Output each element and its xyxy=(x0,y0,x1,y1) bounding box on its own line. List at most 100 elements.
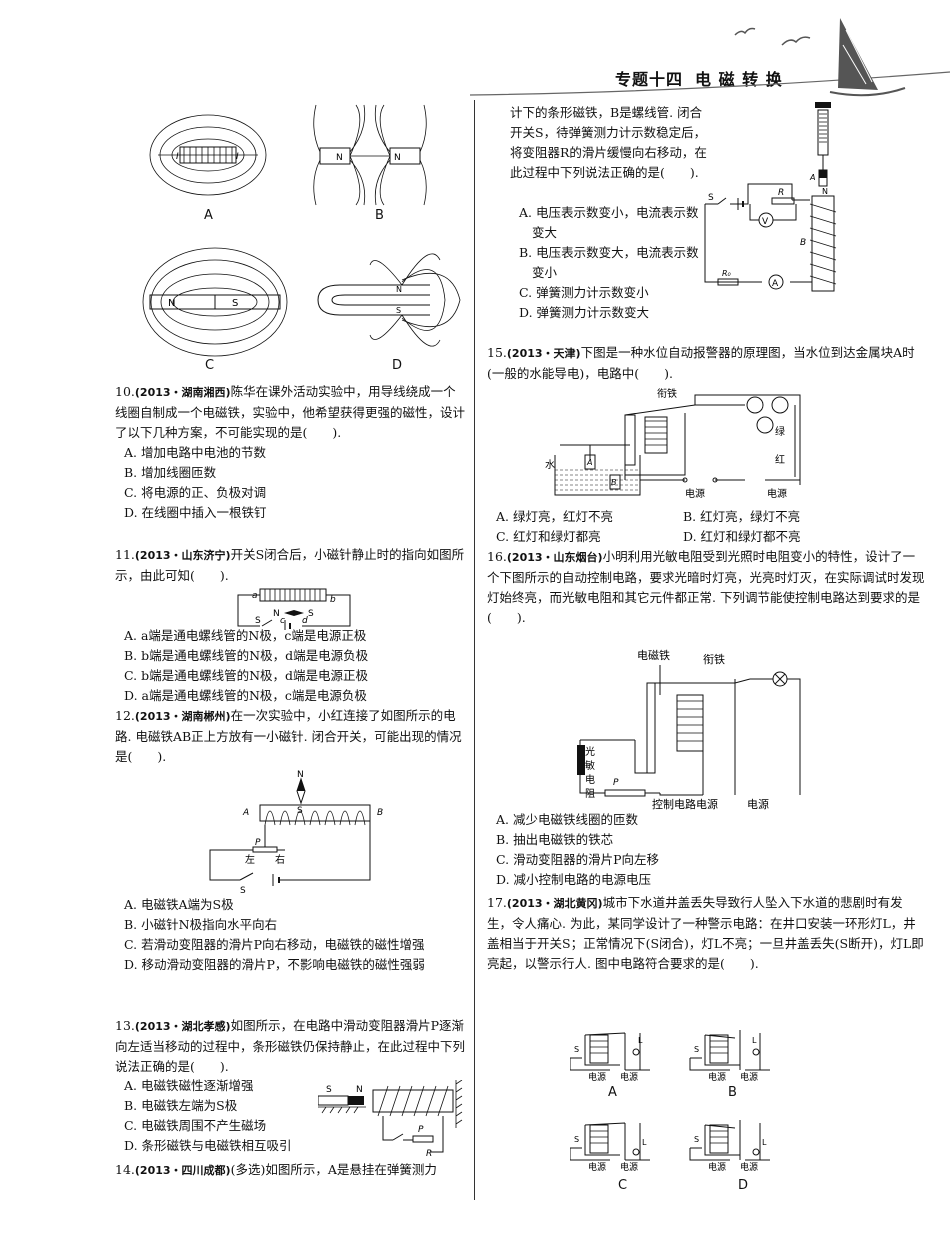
svg-text:N: N xyxy=(273,609,280,619)
option[interactable]: A. a端是通电螺线管的N极，c端是电源正极 xyxy=(124,628,367,643)
q15-circuit-figure: 衔铁 绿 红 A B 水 电源 电源 xyxy=(545,387,801,500)
option[interactable]: A. 减少电磁铁线圈的匝数 xyxy=(496,812,638,827)
svg-text:d: d xyxy=(302,616,308,626)
svg-text:S: S xyxy=(255,616,261,626)
svg-text:B: B xyxy=(377,808,383,818)
option[interactable]: A. 电磁铁A端为S极 xyxy=(124,897,234,912)
question-16-options: A. 减少电磁铁线圈的匝数 B. 抽出电磁铁的铁芯 C. 滑动变阻器的滑片P向左… xyxy=(487,810,927,890)
question-14: 14.(2013・四川成都)(多选)如图所示，A是悬挂在弹簧测力 xyxy=(115,1162,437,1177)
option[interactable]: C. 滑动变阻器的滑片P向左移 xyxy=(496,852,659,867)
svg-text:A: A xyxy=(809,173,815,182)
circuit-d: L S 电源 电源 xyxy=(689,1120,770,1173)
svg-text:I: I xyxy=(176,152,179,162)
svg-text:L: L xyxy=(642,1138,647,1147)
svg-text:S: S xyxy=(694,1135,699,1144)
option[interactable]: C. b端是通电螺线管的N极，d端是电源正极 xyxy=(124,668,369,683)
option[interactable]: D. 移动滑动变阻器的滑片P，不影响电磁铁的磁性强弱 xyxy=(124,957,425,972)
svg-text:R₀: R₀ xyxy=(722,269,732,278)
svg-text:电源: 电源 xyxy=(740,1071,758,1083)
option[interactable]: B. 小磁针N极指向水平向右 xyxy=(124,917,278,932)
svg-text:P: P xyxy=(613,778,619,788)
option[interactable]: D. 在线圈中插入一根铁钉 xyxy=(124,505,267,520)
svg-text:右: 右 xyxy=(275,853,285,866)
svg-text:V: V xyxy=(762,217,769,227)
figure-d-u-magnet: N S xyxy=(317,253,461,347)
circuit-a: L S 电源 电源 xyxy=(570,1032,650,1083)
svg-text:S: S xyxy=(396,306,401,315)
svg-text:电源: 电源 xyxy=(747,797,769,810)
option[interactable]: D. 条形磁铁与电磁铁相互吸引 xyxy=(124,1138,292,1153)
option[interactable]: C. 将电源的正、负极对调 xyxy=(124,485,267,500)
fig-label-d: D xyxy=(392,358,403,373)
svg-text:b: b xyxy=(330,595,336,605)
question-16: 16.(2013・山东烟台)小明利用光敏电阻受到光照时电阻变小的特性，设计了一个… xyxy=(487,549,925,625)
circuit-c: L S 电源 电源 xyxy=(570,1122,650,1173)
svg-text:A: A xyxy=(242,808,249,818)
option[interactable]: B. 电磁铁左端为S极 xyxy=(124,1098,238,1113)
question-15-options: A. 绿灯亮，红灯不亮 B. 红灯亮，绿灯不亮 C. 红灯和绿灯都亮 D. 红灯和绿… xyxy=(487,507,927,547)
q17-label-a: A xyxy=(608,1085,617,1100)
figure-a-solenoid: I I xyxy=(149,114,267,196)
svg-text:N: N xyxy=(336,153,343,163)
svg-text:L: L xyxy=(752,1036,757,1045)
option[interactable]: B. 抽出电磁铁的铁芯 xyxy=(496,832,614,847)
svg-text:光: 光 xyxy=(585,745,595,758)
question-13: 13.(2013・湖北孝感)如图所示，在电路中滑动变阻器滑片P逐渐向左适当移动的… xyxy=(115,1018,466,1074)
svg-text:电源: 电源 xyxy=(740,1161,758,1173)
q17-label-b: B xyxy=(728,1085,737,1100)
option[interactable]: C. 弹簧测力计示数变小 xyxy=(519,285,649,300)
svg-text:左: 左 xyxy=(245,853,255,866)
figure-b-two-north-poles: N N xyxy=(313,104,427,206)
svg-text:S: S xyxy=(694,1045,699,1054)
svg-text:电源: 电源 xyxy=(620,1071,638,1083)
svg-text:电源: 电源 xyxy=(708,1071,726,1083)
option[interactable]: C. 若滑动变阻器的滑片P向右移动，电磁铁的磁性增强 xyxy=(124,937,425,952)
svg-text:R: R xyxy=(778,188,784,198)
q17-circuit-figures: L S 电源 电源 L S 电源 电源 L S 电源 电源 L S 电源 xyxy=(570,1030,770,1173)
option[interactable]: D. 弹簧测力计示数变大 xyxy=(519,305,650,320)
svg-text:N: N xyxy=(297,770,304,780)
figure-c-bar-magnet: N S xyxy=(142,247,288,357)
magnetic-field-figures: I I N N N S N S xyxy=(142,104,461,357)
svg-text:N: N xyxy=(396,285,402,294)
svg-text:敏: 敏 xyxy=(585,759,595,772)
option[interactable]: D. a端是通电螺线管的N极，c端是电源负极 xyxy=(124,688,367,703)
svg-text:阻: 阻 xyxy=(585,788,595,800)
option[interactable]: B. 电压表示数变大，电流表示数变小 xyxy=(519,245,699,280)
svg-text:电: 电 xyxy=(585,773,595,786)
option[interactable]: A. 增加电路中电池的节数 xyxy=(124,445,266,460)
option[interactable]: B. 增加线圈匝数 xyxy=(124,465,217,480)
question-12-options: A. 电磁铁A端为S极 B. 小磁针N极指向水平向右 C. 若滑动变阻器的滑片P… xyxy=(115,895,465,975)
svg-text:电源: 电源 xyxy=(588,1161,606,1173)
column-divider xyxy=(474,100,475,1200)
svg-text:衔铁: 衔铁 xyxy=(703,653,725,666)
svg-text:红: 红 xyxy=(775,453,785,466)
q13-circuit-figure: S N P R xyxy=(318,1080,463,1159)
q12-circuit-figure: N S A B P 左右 S xyxy=(209,770,383,895)
q11-circuit-figure: a b N S S c d xyxy=(237,588,351,630)
svg-text:A: A xyxy=(586,458,592,467)
option[interactable]: B. b端是通电螺线管的N极，d端是电源负极 xyxy=(124,648,369,663)
option[interactable]: D. 减小控制电路的电源电压 xyxy=(496,872,652,887)
fig-label-a: A xyxy=(204,208,213,223)
option[interactable]: A. 电磁铁磁性逐渐增强 xyxy=(124,1078,254,1093)
q17-label-c: C xyxy=(618,1178,628,1193)
option[interactable]: C. 红灯和绿灯都亮 xyxy=(496,529,601,544)
option[interactable]: B. 红灯亮，绿灯不亮 xyxy=(683,509,801,524)
svg-text:I: I xyxy=(236,152,239,162)
question-13-options: A. 电磁铁磁性逐渐增强 B. 电磁铁左端为S极 C. 电磁铁周围不产生磁场 D… xyxy=(115,1076,305,1156)
header-decoration xyxy=(469,18,950,97)
svg-text:A: A xyxy=(772,279,779,289)
svg-text:绿: 绿 xyxy=(775,425,785,438)
question-11: 11.(2013・山东济宁)开关S闭合后，小磁针静止时的指向如图所示，由此可知(… xyxy=(115,547,465,583)
option[interactable]: A. 电压表示数变小，电流表示数变大 xyxy=(519,205,699,240)
svg-text:N: N xyxy=(168,298,175,309)
svg-text:N: N xyxy=(394,153,401,163)
svg-text:L: L xyxy=(638,1036,643,1045)
option[interactable]: A. 绿灯亮，红灯不亮 xyxy=(496,509,613,524)
q14-circuit-figure: A N B S R V R₀ A xyxy=(704,102,837,292)
option[interactable]: D. 红灯和绿灯都不亮 xyxy=(683,529,801,544)
svg-text:控制电路电源: 控制电路电源 xyxy=(652,797,718,810)
option[interactable]: C. 电磁铁周围不产生磁场 xyxy=(124,1118,267,1133)
svg-text:水: 水 xyxy=(545,459,555,471)
